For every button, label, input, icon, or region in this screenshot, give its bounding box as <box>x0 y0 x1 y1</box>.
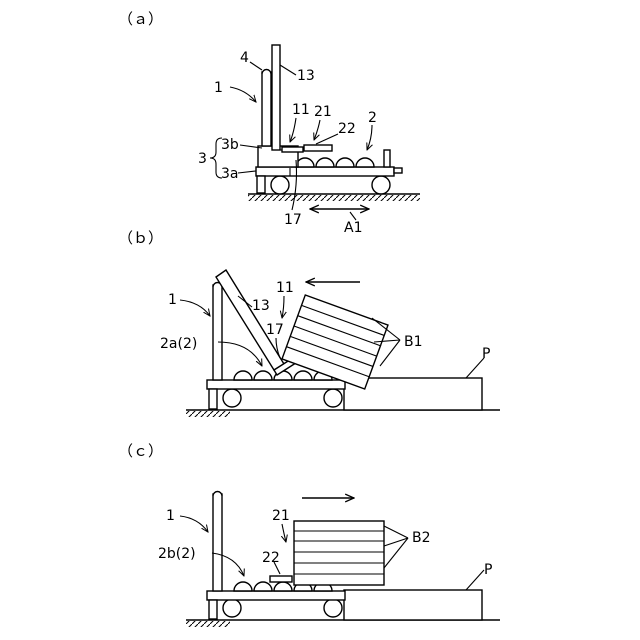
label-direction: A1 <box>344 220 362 236</box>
leader-plate <box>280 65 296 75</box>
panel-c: （ｃ） <box>118 442 500 627</box>
end-stop <box>384 150 390 167</box>
ground-hatch <box>248 195 420 201</box>
leader-pallet <box>466 570 484 590</box>
label-pivot: 17 <box>266 322 284 338</box>
leader-conveyor <box>218 342 262 366</box>
label-bottom-plate: 11 <box>276 280 294 296</box>
vertical-plate <box>272 45 280 150</box>
label-cart: 1 <box>214 80 223 96</box>
leader-pusher <box>314 120 320 140</box>
frame-end-tab <box>394 168 402 173</box>
panel-c-label: （ｃ） <box>118 442 163 460</box>
wheel <box>223 389 241 407</box>
label-plate: 13 <box>297 68 315 84</box>
label-pusher: 21 <box>272 508 290 524</box>
leader-stopper <box>250 62 262 70</box>
leader-bundle-3 <box>380 340 400 366</box>
stopper-cap <box>213 492 222 497</box>
leader-pusher-rod <box>316 134 338 144</box>
label-frame-upper: 3b <box>221 137 239 153</box>
pusher <box>304 145 332 151</box>
stopper-cap <box>262 70 271 75</box>
leader-cart <box>230 87 256 102</box>
label-bundle: B1 <box>404 334 423 350</box>
leader-bottom-plate <box>290 118 296 142</box>
label-cart: 1 <box>168 292 177 308</box>
panel-b: （ｂ） <box>118 229 500 417</box>
support-leg <box>209 389 217 409</box>
wheel <box>372 176 390 194</box>
leader-direction <box>350 212 356 220</box>
label-frame-lower: 3a <box>221 166 239 182</box>
label-pallet: P <box>482 346 490 362</box>
label-bundle: B2 <box>412 530 431 546</box>
wheel <box>271 176 289 194</box>
label-stopper: 4 <box>240 50 249 66</box>
bundle-b2 <box>294 521 384 585</box>
label-pallet: P <box>484 562 492 578</box>
wheel <box>324 599 342 617</box>
wheel <box>223 599 241 617</box>
label-conveyor: 2b(2) <box>158 546 196 562</box>
stopper-pole <box>213 494 222 591</box>
leader-cart <box>180 516 208 532</box>
leader-cart <box>180 300 210 316</box>
roller-row <box>296 158 374 167</box>
lower-frame <box>207 591 345 600</box>
label-pusher: 21 <box>314 104 332 120</box>
panel-a-label: （ａ） <box>118 10 163 28</box>
label-conveyor: 2 <box>368 110 377 126</box>
pallet <box>344 590 482 620</box>
leader-pusher <box>282 524 286 542</box>
lower-frame <box>207 380 345 389</box>
lower-frame <box>256 167 394 176</box>
support-leg <box>257 176 265 193</box>
ground-hatch <box>186 411 230 417</box>
support-leg <box>209 600 217 619</box>
leader-bottom-plate <box>282 296 284 318</box>
bottom-plate <box>282 147 303 152</box>
ground-hatch <box>186 621 230 627</box>
leader-bundle-1 <box>384 526 408 538</box>
label-frame: 3 <box>198 151 207 167</box>
label-cart: 1 <box>166 508 175 524</box>
label-pusher-rod: 22 <box>262 550 280 566</box>
label-pivot: 17 <box>284 212 302 228</box>
tilted-plate <box>216 270 284 370</box>
label-bottom-plate: 11 <box>292 102 310 118</box>
stopper-pole <box>213 285 222 380</box>
wheel <box>324 389 342 407</box>
leader-conveyor <box>367 125 372 150</box>
leader-lower-frame <box>238 171 256 173</box>
label-plate: 13 <box>252 298 270 314</box>
label-pusher-rod: 22 <box>338 121 356 137</box>
panel-a: （ａ） <box>118 10 420 236</box>
panel-b-label: （ｂ） <box>118 229 163 247</box>
label-conveyor: 2a(2) <box>160 336 197 352</box>
pusher-rod <box>270 576 292 582</box>
stopper-pole <box>262 72 271 146</box>
